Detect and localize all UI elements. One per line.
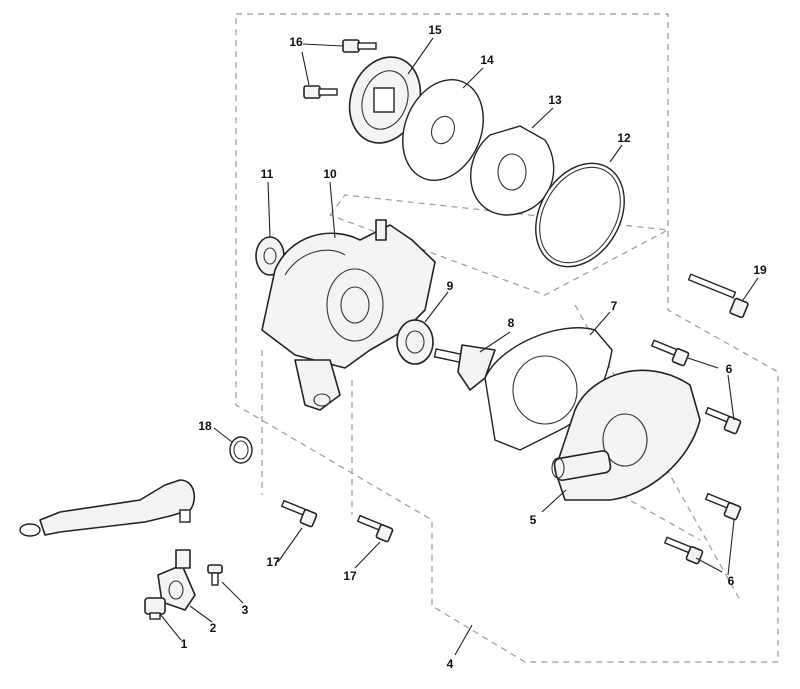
- callout-label: 6: [726, 362, 733, 376]
- sub-boundary: [329, 194, 671, 296]
- callout-label: 8: [508, 316, 515, 330]
- part-impeller-shaft: [433, 344, 496, 391]
- part-bolt-16: [342, 39, 377, 53]
- part-bearing-9: [396, 319, 434, 365]
- callout-label: 13: [548, 93, 562, 107]
- boundary-line: [611, 489, 701, 541]
- part-end-plate: [348, 56, 422, 144]
- part-temperature-sensor: [144, 597, 166, 620]
- leader-lines: [159, 37, 759, 656]
- callout-label: 5: [530, 513, 537, 527]
- callout-label: 1: [181, 637, 188, 651]
- part-o-ring: [535, 162, 625, 268]
- part-bolt-17: [356, 514, 394, 543]
- part-bolt-6: [704, 406, 742, 435]
- callout-label: 15: [428, 23, 442, 37]
- callout-label: 18: [198, 419, 212, 433]
- part-bolt-19: [687, 273, 749, 319]
- callout-label: 12: [617, 131, 631, 145]
- callout-label: 17: [266, 555, 280, 569]
- part-screw-3: [207, 564, 223, 586]
- part-pump-cover: [551, 369, 701, 501]
- callout-label: 17: [343, 569, 357, 583]
- part-bolt-6: [663, 536, 704, 565]
- callout-label: 16: [289, 35, 303, 49]
- part-hose: [19, 479, 196, 537]
- part-small-o-ring: [229, 436, 253, 464]
- part-cover-plate: [470, 125, 555, 216]
- callout-label: 6: [728, 574, 735, 588]
- part-pump-housing: [261, 219, 436, 411]
- part-gasket-disk: [402, 79, 484, 181]
- part-bolt-6: [704, 492, 742, 521]
- callout-label: 9: [447, 279, 454, 293]
- callout-label: 14: [480, 53, 494, 67]
- part-bolt-17: [280, 499, 318, 528]
- part-bolt-16: [303, 85, 338, 99]
- callout-label: 10: [323, 167, 337, 181]
- callout-label: 11: [261, 167, 274, 181]
- callout-label: 4: [447, 657, 454, 671]
- callout-label: 7: [611, 299, 618, 313]
- callout-label: 2: [210, 621, 217, 635]
- assembly-boundary: [235, 13, 779, 663]
- part-bolt-6: [650, 339, 690, 367]
- part-housing-gasket: [484, 327, 613, 451]
- callout-label: 3: [242, 603, 249, 617]
- callout-label: 19: [753, 263, 767, 277]
